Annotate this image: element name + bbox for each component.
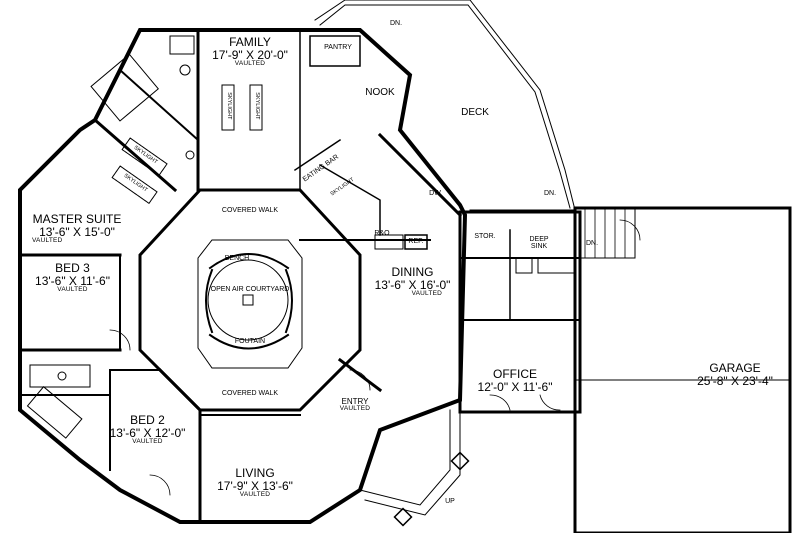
dining-label: DINING 13'-6" X 16'-0" VAULTED (365, 266, 460, 298)
bed3-label: BED 3 13'-6" X 11'-6" VAULTED (25, 262, 120, 294)
entry-label: ENTRY VAULTED (330, 397, 380, 413)
dn-garage-label: DN. (585, 240, 599, 247)
ref-label: REF. (408, 238, 424, 245)
courtyard-octagon (138, 188, 362, 412)
living-dim: 17'-9" X 13'-6" (217, 478, 293, 493)
master-name: MASTER SUITE (32, 212, 122, 226)
covered-walk-bottom: COVERED WALK (221, 390, 279, 397)
skylight-label-1: SKYLIGHT (225, 92, 232, 120)
range-oven (374, 234, 404, 250)
dn-mid-label: DN. (543, 190, 557, 197)
courtyard-inner (197, 239, 303, 369)
main-house-outline (18, 28, 468, 524)
skylight-label-2: SKYLIGHT (253, 92, 260, 120)
bed3-name: BED 3 (55, 261, 90, 275)
living-note: VAULTED (239, 491, 271, 499)
office-block (458, 210, 582, 414)
dining-dim: 13'-6" X 16'-0" (374, 277, 451, 292)
living-name: LIVING (235, 466, 275, 480)
office-name: OFFICE (493, 367, 537, 381)
garage-name: GARAGE (709, 361, 761, 375)
deep-sink-label: DEEP SINK (529, 236, 549, 251)
family-name: FAMILY (229, 35, 271, 49)
master-dim: 13'-6" X 15'-0" (39, 224, 115, 239)
up-label: UP (445, 498, 455, 505)
bed3-note: VAULTED (57, 286, 88, 294)
dn-top-label: DN. (389, 20, 403, 27)
nook-label: NOOK (365, 87, 395, 98)
master-note: VAULTED (32, 237, 63, 245)
covered-walk-top: COVERED WALK (221, 207, 279, 214)
entry-name: ENTRY (341, 397, 369, 406)
bed2-note: VAULTED (132, 438, 163, 446)
fountain-label: FOUTAIN (234, 338, 266, 345)
pantry-label: PANTRY (324, 44, 352, 51)
family-dim: 17'-9" X 20'-0" (212, 47, 288, 62)
office-label: OFFICE 12'-0" X 11'-6" (470, 368, 560, 393)
fountain-circle (207, 259, 289, 341)
pantry-box (309, 35, 361, 67)
entry-note: VAULTED (339, 405, 371, 413)
stor-label: STOR. (474, 233, 496, 240)
garage-dim: 25'-8" X 23'-4" (697, 373, 773, 388)
rbo-label: R&O (374, 230, 390, 237)
bench-label: BENCH (224, 255, 250, 262)
porch-walk (359, 409, 451, 506)
master-suite-label: MASTER SUITE 13'-6" X 15'-0" VAULTED (22, 213, 132, 245)
dining-name: DINING (391, 265, 434, 279)
bed2-dim: 13'-6" X 12'-0" (109, 425, 186, 440)
garage-label: GARAGE 25'-8" X 23'-4" (680, 362, 790, 387)
garage-outline (573, 206, 792, 533)
office-dim: 12'-0" X 11'-6" (477, 379, 553, 394)
dining-note: VAULTED (411, 290, 442, 298)
bed3-dim: 13'-6" X 11'-6" (35, 273, 110, 288)
refrigerator (404, 234, 428, 250)
courtyard-label: OPEN AIR COURTYARD (210, 286, 290, 293)
family-room-label: FAMILY 17'-9" X 20'-0" VAULTED (200, 36, 300, 68)
dw-label: DW (429, 190, 441, 197)
bed2-name: BED 2 (130, 413, 165, 427)
family-note: VAULTED (234, 60, 266, 68)
deck-label: DECK (461, 107, 489, 118)
living-label: LIVING 17'-9" X 13'-6" VAULTED (205, 467, 305, 499)
bed2-label: BED 2 13'-6" X 12'-0" VAULTED (100, 414, 195, 446)
